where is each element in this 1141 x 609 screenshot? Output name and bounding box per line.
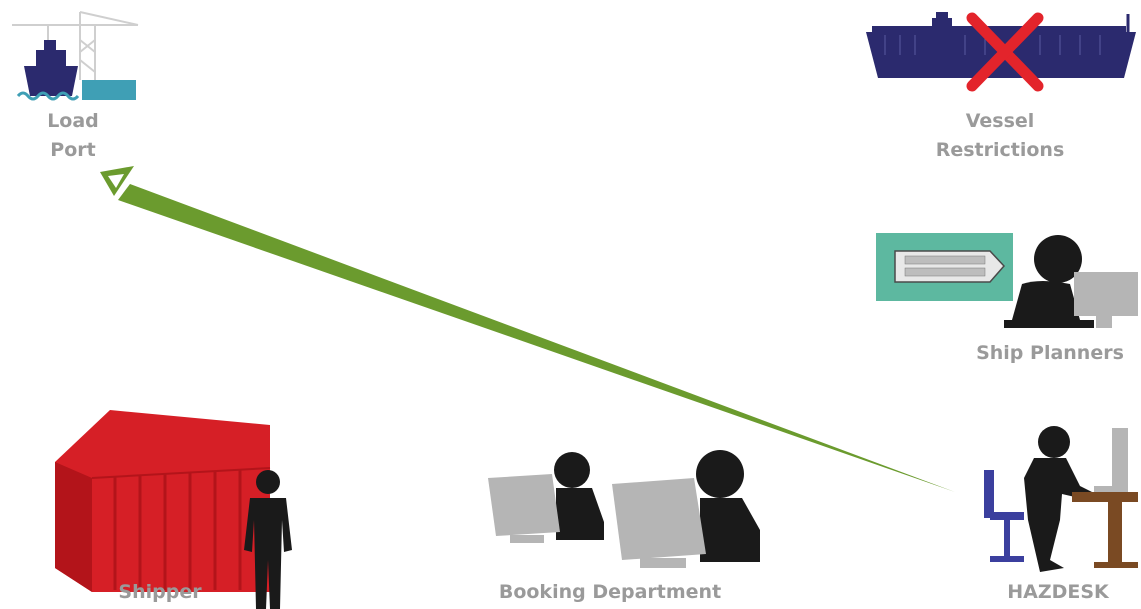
worker-at-computer-icon — [612, 450, 760, 568]
standing-person-icon — [244, 470, 292, 609]
load-port-label-line2: Port — [50, 139, 96, 161]
planner-at-computer-icon — [1004, 235, 1138, 328]
shipper-label: Shipper — [118, 581, 202, 603]
load-port-label-line1: Load — [47, 110, 99, 132]
worker-at-computer-icon — [488, 452, 604, 543]
red-x-cross-icon — [966, 12, 1044, 92]
vessel-restrictions-label-line2: Restrictions — [935, 139, 1065, 161]
harbor-crane-ship-icon — [12, 11, 139, 101]
hazdesk-worker-icon — [984, 426, 1138, 572]
ship-plan-card-icon — [876, 233, 1013, 301]
ship-planners-label: Ship Planners — [976, 342, 1124, 364]
hazdesk-label: HAZDESK — [1007, 581, 1109, 603]
vessel-restrictions-label-line1: Vessel — [965, 110, 1035, 132]
flow-arrow-icon — [100, 166, 955, 492]
shipping-container-icon — [55, 410, 271, 592]
load-port-label: Load Port — [28, 107, 118, 165]
booking-department-label: Booking Department — [498, 581, 722, 603]
vessel-restrictions-label: Vessel Restrictions — [920, 107, 1080, 165]
